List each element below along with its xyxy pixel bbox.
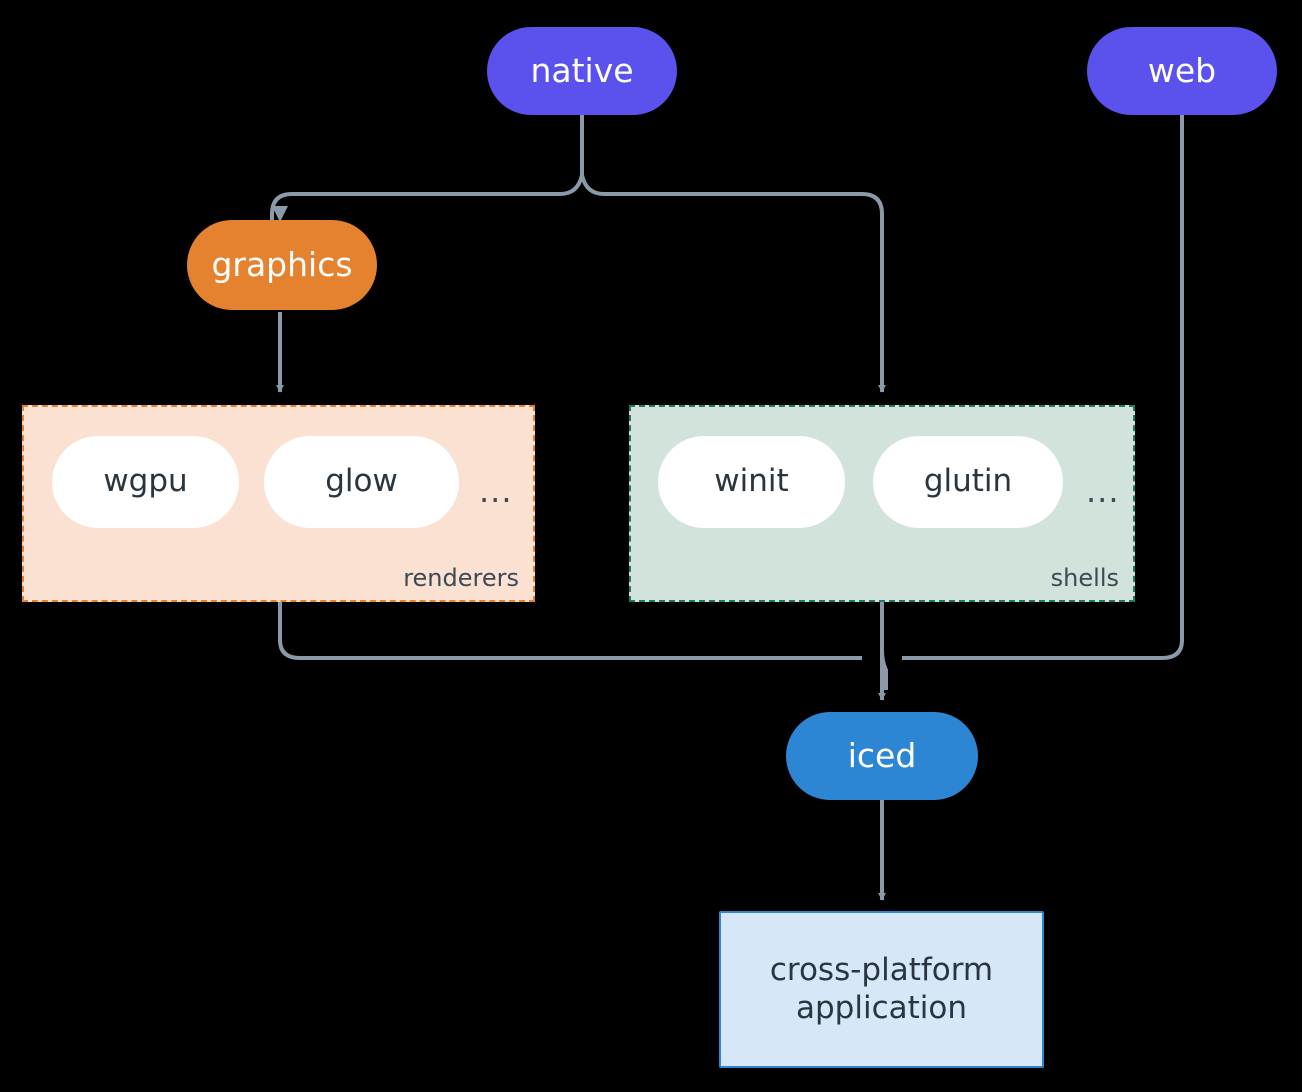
node-application-label-line1: cross-platform <box>769 951 994 988</box>
node-iced-label: iced <box>847 735 917 775</box>
group-renderers-label: renderers <box>403 564 519 592</box>
edge-native-to-graphics <box>270 174 584 222</box>
shells-ellipsis: ... <box>1086 472 1120 510</box>
group-renderers: wgpu glow ... renderers <box>22 405 535 602</box>
node-graphics-label: graphics <box>211 244 353 284</box>
group-shells: winit glutin ... shells <box>629 405 1135 602</box>
node-web-label: web <box>1147 50 1217 90</box>
node-graphics[interactable]: graphics <box>187 220 377 310</box>
node-glow[interactable]: glow <box>264 436 459 528</box>
node-native[interactable]: native <box>487 27 677 115</box>
edge-native-to-shells <box>580 174 886 393</box>
node-web[interactable]: web <box>1087 27 1277 115</box>
node-iced[interactable]: iced <box>786 712 978 800</box>
node-glow-label: glow <box>325 463 398 500</box>
group-shells-label: shells <box>1050 564 1119 592</box>
node-native-label: native <box>530 50 634 90</box>
node-winit-label: winit <box>714 463 789 500</box>
node-application-label-line2: application <box>796 989 967 1026</box>
edge-renderers-to-iced <box>278 602 862 660</box>
edge-shells-to-iced <box>880 602 888 690</box>
renderers-ellipsis: ... <box>479 472 513 510</box>
node-cross-platform-application[interactable]: cross-platform application <box>719 911 1044 1068</box>
node-wgpu-label: wgpu <box>103 463 188 500</box>
node-glutin-label: glutin <box>923 463 1013 500</box>
node-wgpu[interactable]: wgpu <box>52 436 239 528</box>
node-glutin[interactable]: glutin <box>873 436 1063 528</box>
node-winit[interactable]: winit <box>658 436 845 528</box>
